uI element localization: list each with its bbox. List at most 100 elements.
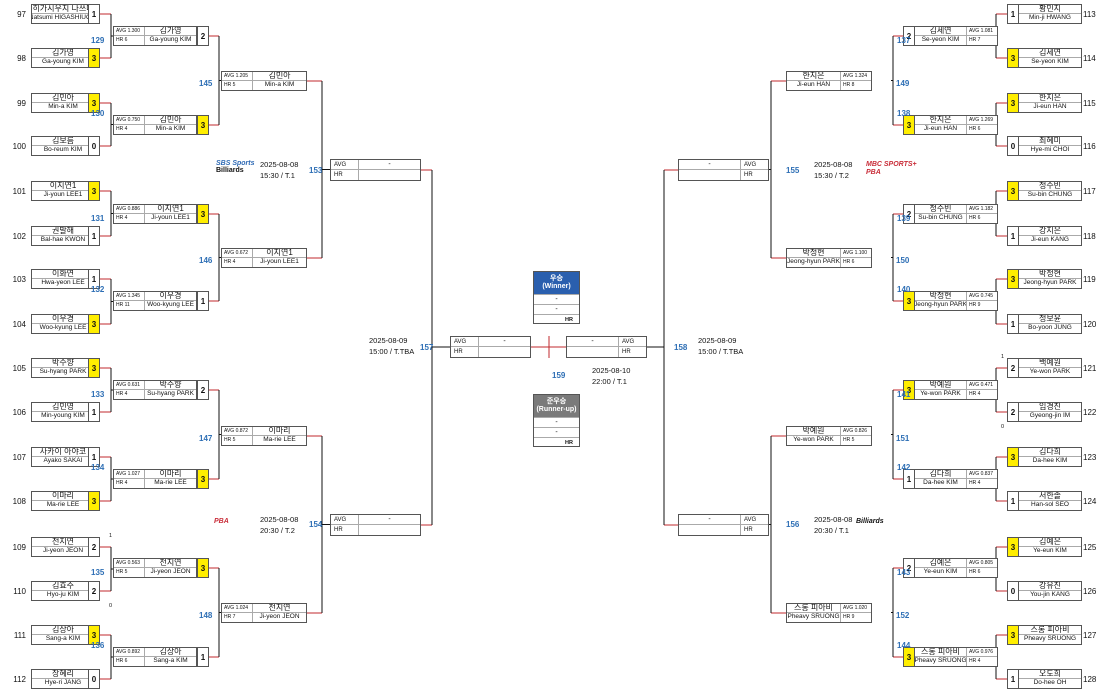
player-name-en: Ye-won PARK: [1029, 368, 1071, 376]
player-name-ko: 김보름: [32, 137, 94, 146]
player-name-ko: 김다희: [1019, 448, 1081, 457]
player-name-ko: 김예은: [915, 559, 966, 568]
avg-label: AVG: [331, 160, 359, 170]
schedule-time: 15:30 / T.1: [260, 170, 295, 180]
tiebreak-score: 0: [1000, 424, 1004, 430]
player-name-ko: 정보윤: [1019, 315, 1081, 324]
r2-score: 3: [903, 380, 915, 400]
player-name-ko: 전지연: [32, 538, 94, 547]
avg-label: AVG 1.081: [966, 27, 997, 36]
r2-score: 3: [197, 558, 209, 578]
r2-score: 2: [903, 558, 915, 578]
seed-number: 120: [1083, 320, 1097, 329]
player-name-en: Woo-kyung LEE: [147, 301, 194, 309]
hr-label: HR 4: [114, 214, 145, 223]
player-name-en: Min-a KIM: [264, 81, 295, 89]
player-score: 1: [1007, 226, 1019, 246]
match-number-134: 134: [91, 463, 105, 472]
player-name-ko: 임경진: [1019, 403, 1081, 412]
seed-number: 128: [1083, 675, 1097, 684]
seed-number: 102: [12, 232, 26, 241]
winner-box-hr: HR: [534, 314, 579, 324]
player-name-ko: 박정현: [915, 292, 966, 301]
player-name-ko: 김효주: [32, 582, 94, 591]
match-number-147: 147: [199, 434, 213, 443]
match-number-141: 141: [897, 390, 911, 399]
player-name-en: Pheavy SRUONG: [1023, 635, 1077, 643]
player-name-en: Ye-won PARK: [920, 390, 961, 398]
r2-score: 1: [197, 647, 209, 667]
match-number-130: 130: [91, 109, 105, 118]
seed-number: 97: [17, 10, 26, 19]
r2-score: 3: [903, 291, 915, 311]
player-score: 0: [1007, 136, 1019, 156]
hr-label: HR 6: [966, 214, 997, 223]
